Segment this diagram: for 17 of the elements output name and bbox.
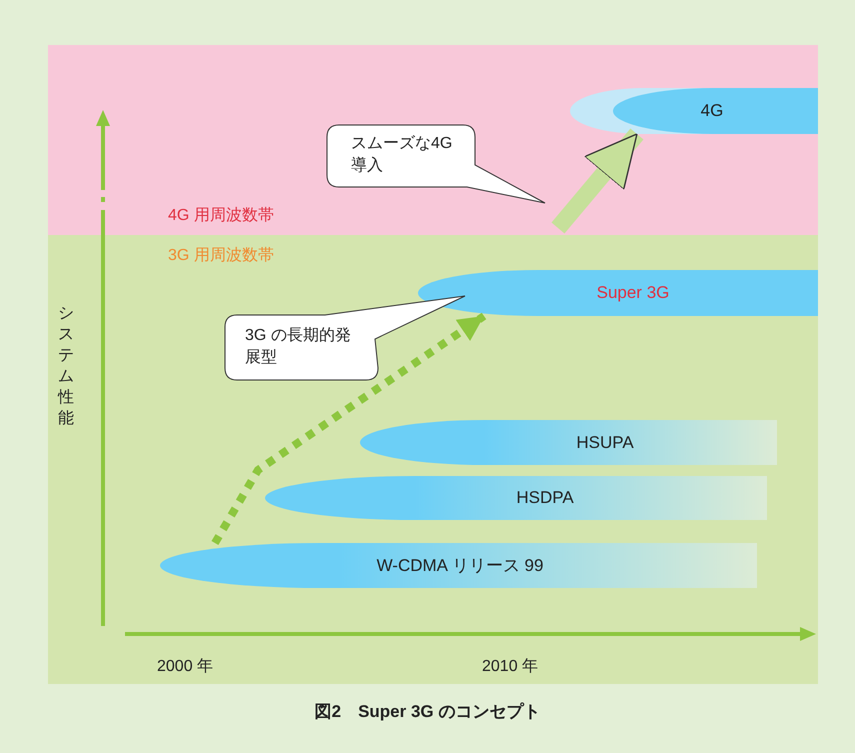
band-label: 3G 用周波数帯 xyxy=(168,246,274,266)
callout-text: スムーズな4G 導入 xyxy=(351,134,454,176)
frequency-band xyxy=(48,45,818,235)
bar-label: HSDPA xyxy=(515,488,575,508)
bar-label: 4G xyxy=(700,101,724,121)
bar-label: Super 3G xyxy=(596,283,670,303)
frequency-band xyxy=(48,235,818,684)
caption: 図2 Super 3G のコンセプト xyxy=(314,701,542,723)
arrow xyxy=(552,128,644,234)
year-label: 2010 年 xyxy=(482,657,538,677)
callout-text: 3G の長期的発展型 xyxy=(245,326,352,368)
bar-label: HSUPA xyxy=(575,432,635,452)
arrow xyxy=(211,312,486,546)
axis-label: システム性能 xyxy=(58,304,75,429)
bar-label: W-CDMA リリース 99 xyxy=(376,556,544,576)
band-label: 4G 用周波数帯 xyxy=(168,206,274,226)
year-label: 2000 年 xyxy=(157,657,214,677)
